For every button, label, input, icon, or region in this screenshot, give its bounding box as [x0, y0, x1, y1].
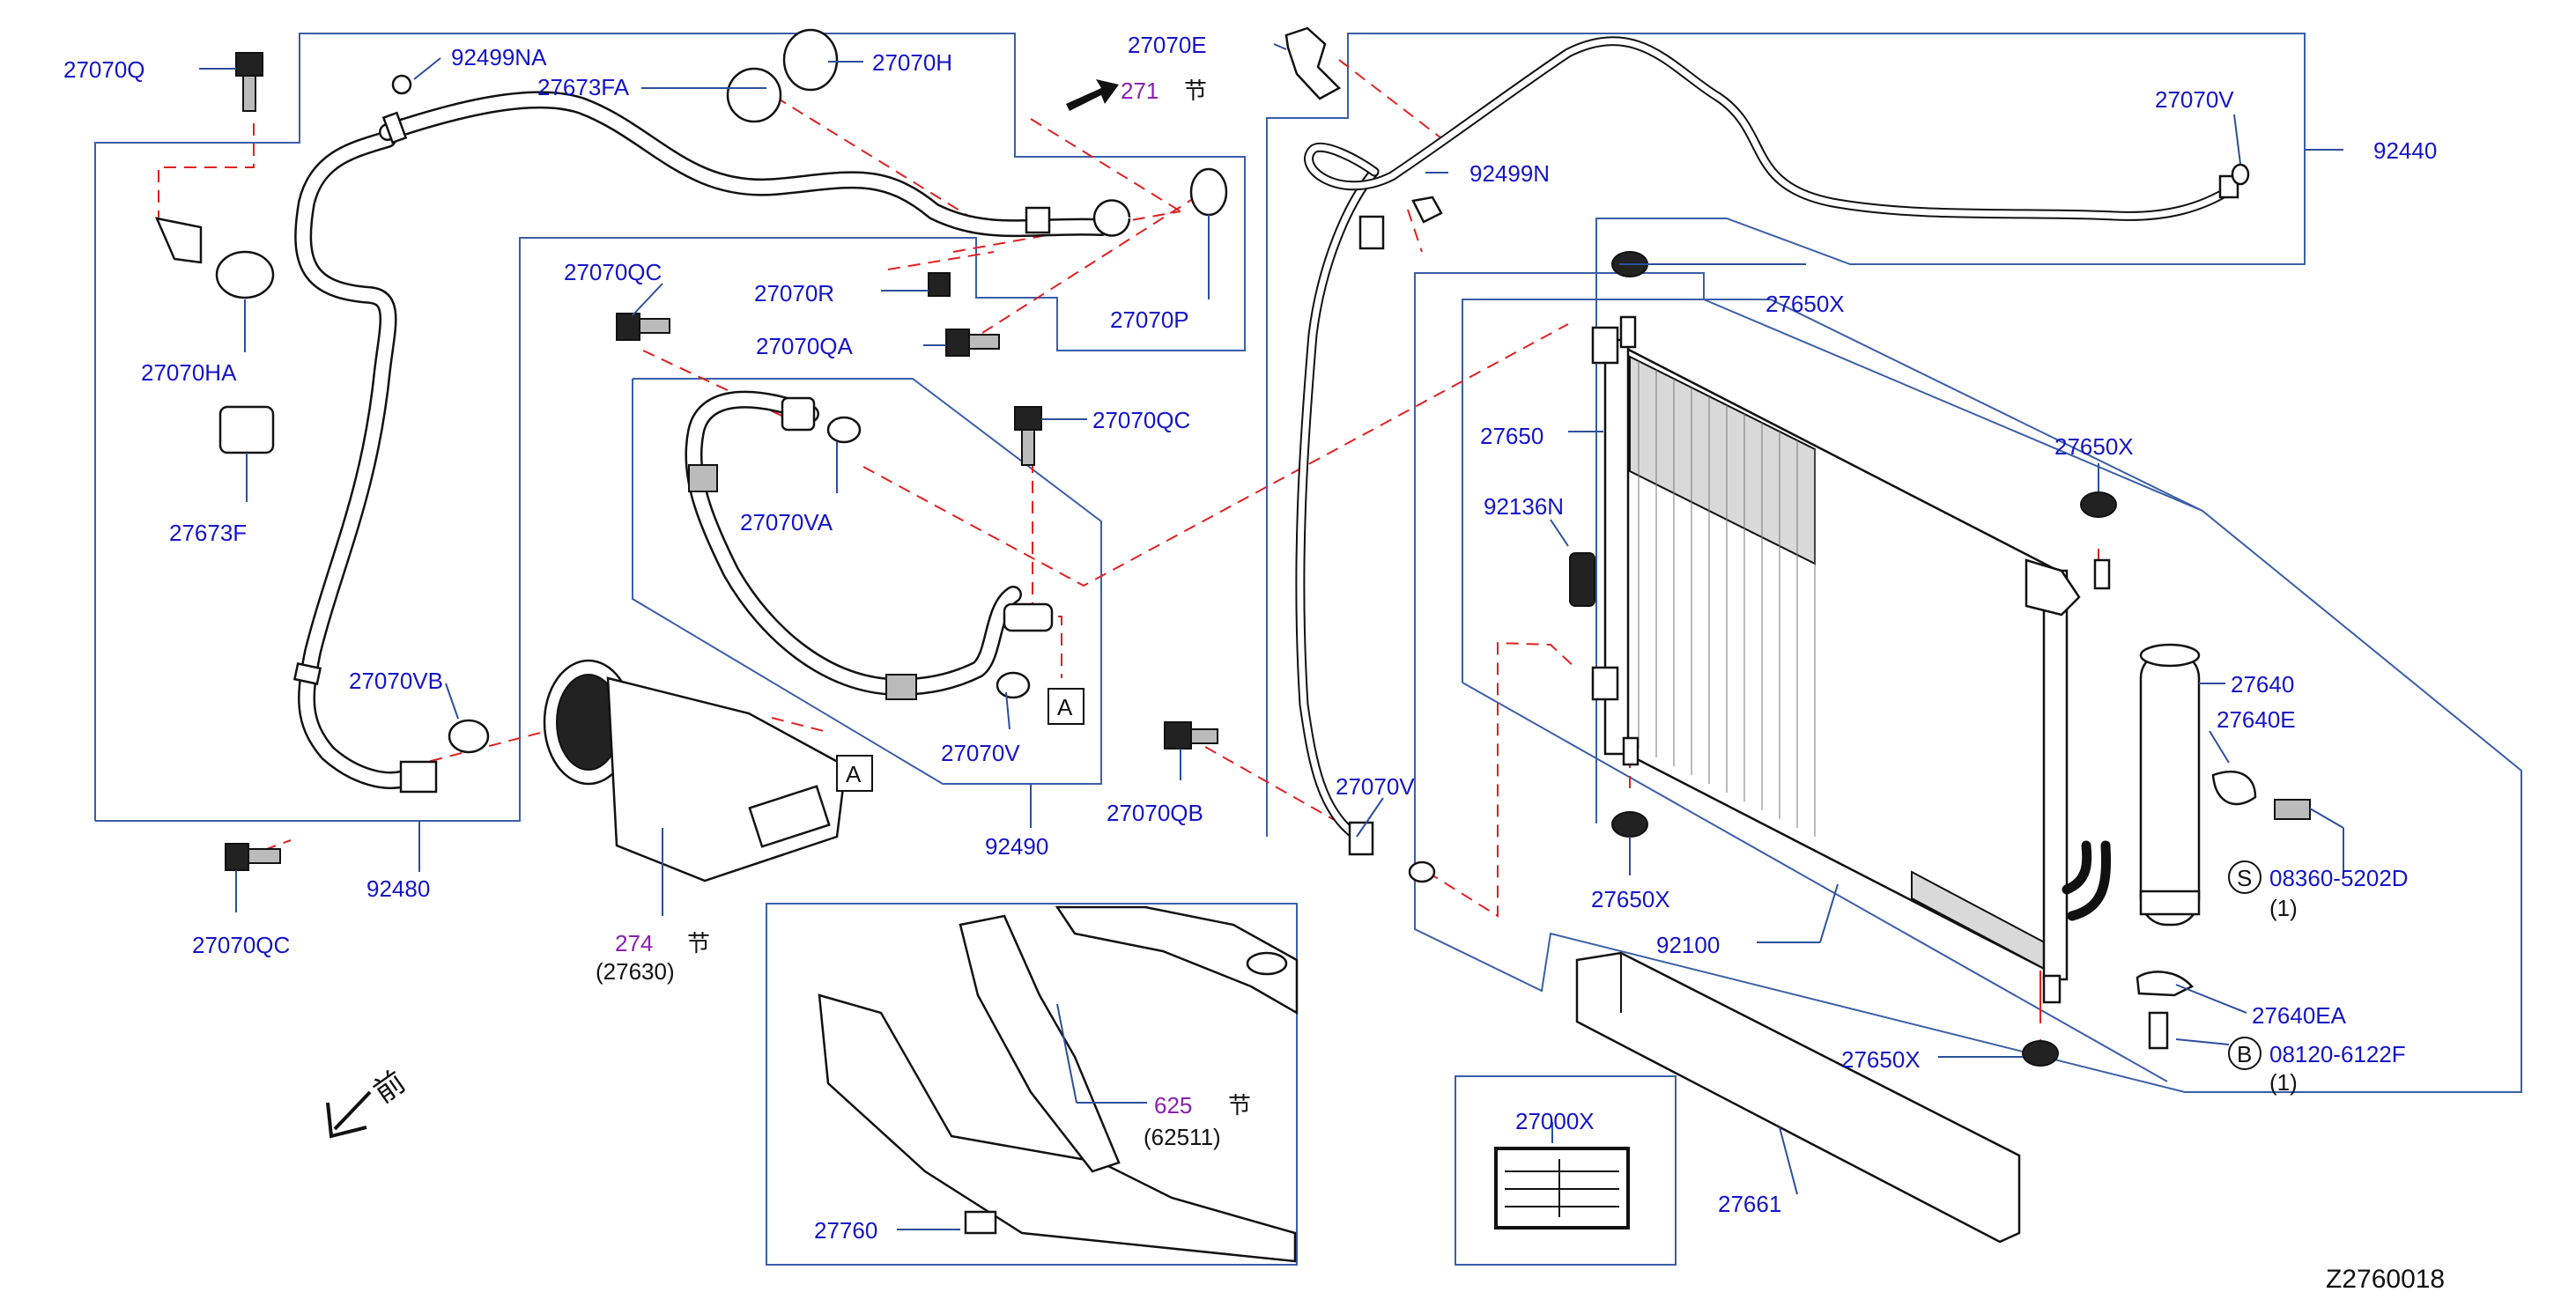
- hose-92490: [685, 390, 1054, 700]
- group-box-92490: [632, 378, 1102, 785]
- label-27070QC-a: 27070QC: [564, 259, 662, 285]
- part-labels: 27070Q 92499NA 27673FA 27070H 27070E 271…: [63, 32, 2445, 1294]
- label-92490: 92490: [985, 833, 1048, 860]
- label-27070R: 27070R: [754, 280, 834, 306]
- label-27000X: 27000X: [1515, 1108, 1595, 1134]
- label-jie-271: 节: [1184, 78, 1207, 104]
- ref-box-A1: [1047, 688, 1084, 725]
- hose-92480: [292, 91, 1131, 794]
- marker-circle-B: [2228, 1037, 2261, 1070]
- label-27650X-d: 27650X: [1841, 1046, 1921, 1073]
- label-27070H: 27070H: [872, 49, 952, 76]
- label-jie-274: 节: [687, 930, 710, 956]
- marker-circle-S: [2228, 860, 2261, 894]
- receiver-drier-27640: [2136, 643, 2311, 1050]
- label-274: 274: [615, 930, 653, 956]
- label-27070QA: 27070QA: [756, 333, 854, 359]
- label-27630: (27630): [596, 958, 675, 985]
- marker-S: S: [2237, 865, 2252, 891]
- label-27070HA: 27070HA: [141, 359, 237, 386]
- label-27070QB: 27070QB: [1107, 800, 1203, 826]
- label-27650X-b: 27650X: [2054, 433, 2134, 460]
- ref-box-A2: [836, 755, 873, 792]
- qty-08360: (1): [2269, 895, 2298, 921]
- grommets-27650X: [1611, 251, 2117, 1067]
- label-27650X-a: 27650X: [1765, 291, 1845, 317]
- label-27070V-top: 27070V: [2155, 86, 2234, 113]
- ref-A1: A: [1057, 694, 1073, 720]
- label-92480: 92480: [366, 875, 430, 902]
- core-support-62511: [818, 905, 1299, 1263]
- label-92100: 92100: [1656, 932, 1720, 958]
- label-27070QC-c: 27070QC: [192, 932, 290, 958]
- label-front: 前: [368, 1065, 412, 1110]
- seal-27661: [1575, 951, 2021, 1244]
- label-27673F: 27673F: [169, 520, 247, 546]
- label-27070VB: 27070VB: [349, 668, 443, 694]
- label-27070V-b: 27070V: [941, 740, 1020, 766]
- label-jie-625: 节: [1228, 1092, 1251, 1119]
- label-27070VA: 27070VA: [740, 509, 833, 535]
- label-27650X-c: 27650X: [1591, 886, 1670, 912]
- diagram-code: Z2760018: [2326, 1265, 2445, 1294]
- label-27640E: 27640E: [2217, 706, 2296, 733]
- label-27070E: 27070E: [1128, 32, 1207, 58]
- label-27070Q: 27070Q: [63, 56, 145, 83]
- label-08360-5202D: 08360-5202D: [2269, 865, 2409, 891]
- label-27000X: [1494, 1147, 1630, 1229]
- group-box-92100: [1414, 272, 2522, 1093]
- label-27070P: 27070P: [1110, 306, 1189, 333]
- label-92136N: 92136N: [1484, 493, 1564, 520]
- ref-A2: A: [846, 761, 862, 787]
- label-92499N: 92499N: [1469, 160, 1550, 187]
- leader-lines: [199, 43, 2344, 1230]
- small-parts: [154, 28, 2250, 1139]
- label-27640EA: 27640EA: [2252, 1002, 2347, 1029]
- group-box-62511: [766, 903, 1298, 1266]
- label-08120-6122F: 08120-6122F: [2269, 1041, 2406, 1067]
- qty-08120: (1): [2269, 1069, 2298, 1096]
- label-27661: 27661: [1718, 1191, 1781, 1217]
- marker-B: B: [2237, 1041, 2252, 1067]
- label-27650: 27650: [1480, 423, 1543, 449]
- label-271: 271: [1121, 78, 1158, 104]
- label-92440: 92440: [2373, 137, 2437, 164]
- condenser-92100: [1591, 315, 2112, 1004]
- label-27673FA: 27673FA: [537, 74, 630, 100]
- label-92499NA: 92499NA: [451, 44, 547, 70]
- label-625: 625: [1154, 1092, 1192, 1119]
- label-27070QC-b: 27070QC: [1092, 407, 1190, 433]
- pipe-92440: [1284, 26, 2239, 856]
- group-box-92480: [94, 33, 1246, 822]
- label-27070V-mid: 27070V: [1336, 773, 1415, 800]
- label-27760: 27760: [814, 1217, 877, 1244]
- label-62511: (62511): [1144, 1124, 1221, 1150]
- group-box-27000X: [1455, 1075, 1677, 1266]
- label-27640: 27640: [2231, 671, 2294, 698]
